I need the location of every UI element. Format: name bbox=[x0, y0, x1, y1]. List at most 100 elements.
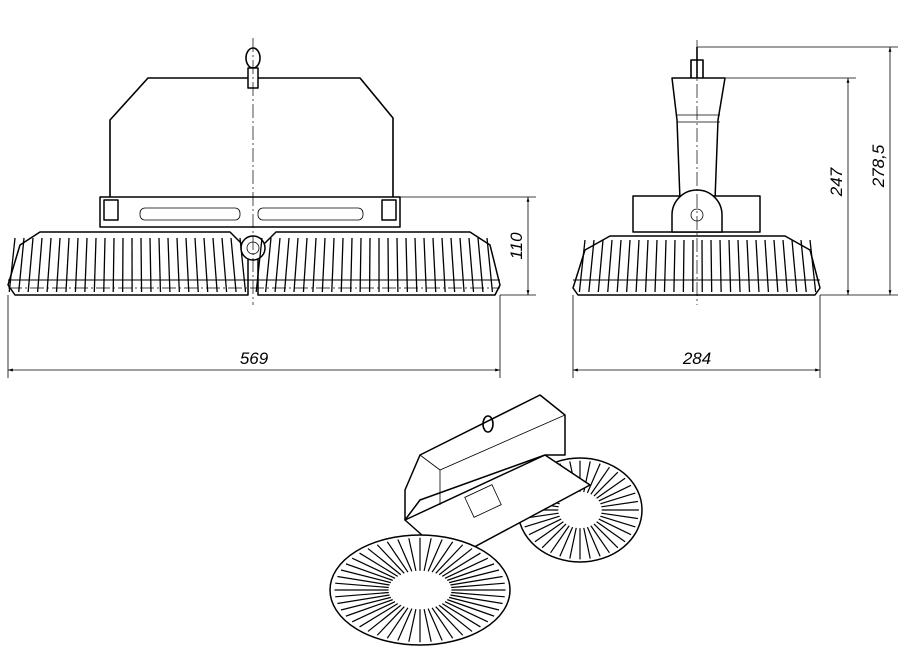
fin-line bbox=[337, 575, 390, 586]
fin-line bbox=[8, 237, 16, 293]
fin-line bbox=[293, 237, 299, 293]
fin-line bbox=[36, 237, 43, 293]
fin-line bbox=[728, 239, 732, 293]
front-heatsink-left bbox=[7, 231, 249, 296]
fin-line bbox=[340, 569, 392, 584]
fin-line bbox=[800, 239, 807, 293]
fin-line bbox=[607, 239, 613, 293]
fin-line bbox=[321, 237, 326, 293]
fin-line bbox=[450, 594, 503, 605]
fin-line bbox=[448, 569, 500, 584]
fin-line bbox=[423, 538, 432, 572]
fin-line bbox=[386, 607, 409, 639]
fin-line bbox=[600, 492, 636, 505]
fin-line bbox=[405, 237, 409, 293]
fin-line bbox=[450, 575, 503, 586]
fin-line bbox=[597, 239, 604, 293]
fin-line bbox=[423, 237, 427, 293]
fin-line bbox=[447, 563, 495, 581]
front-dimensions: 569 110 bbox=[7, 196, 536, 378]
front-view bbox=[7, 38, 501, 305]
fin-line bbox=[264, 237, 272, 293]
fin-line bbox=[737, 239, 741, 293]
side-view bbox=[572, 40, 821, 305]
fin-line bbox=[601, 500, 639, 508]
fin-line bbox=[331, 237, 335, 293]
fin-line bbox=[93, 237, 97, 293]
front-clamp-left bbox=[103, 199, 119, 221]
fin-line bbox=[755, 239, 760, 293]
fin-line bbox=[569, 527, 577, 559]
fin-line bbox=[65, 237, 70, 293]
fin-line bbox=[408, 538, 417, 572]
fin-line bbox=[586, 526, 601, 557]
fin-line bbox=[764, 239, 770, 293]
fin-line bbox=[486, 237, 494, 293]
fin-line bbox=[524, 515, 560, 528]
fin-line bbox=[351, 601, 396, 623]
fin-line bbox=[534, 521, 564, 543]
fin-line bbox=[302, 237, 308, 293]
fin-line bbox=[559, 526, 574, 557]
fin-line bbox=[586, 463, 601, 494]
fin-line bbox=[598, 484, 632, 502]
front-bracket bbox=[109, 77, 394, 200]
fin-line bbox=[312, 237, 317, 293]
fin-line bbox=[450, 237, 456, 293]
fin-line bbox=[447, 599, 495, 617]
fin-line bbox=[782, 239, 788, 293]
fin-line bbox=[596, 521, 626, 543]
fin-line bbox=[112, 237, 115, 293]
fin-line bbox=[274, 237, 281, 293]
fin-line bbox=[255, 237, 263, 293]
fin-line bbox=[335, 591, 389, 598]
fin-line bbox=[345, 563, 393, 581]
fin-line bbox=[386, 541, 409, 573]
side-heatsink-fins bbox=[573, 239, 820, 293]
fin-line bbox=[809, 239, 817, 293]
fin-line bbox=[345, 599, 393, 617]
dimension-height-278-5: 278,5 bbox=[869, 144, 888, 188]
isometric-view bbox=[329, 394, 643, 646]
fin-line bbox=[635, 239, 640, 293]
fin-line bbox=[719, 239, 722, 293]
fin-line bbox=[18, 237, 25, 293]
fin-line bbox=[84, 237, 88, 293]
fin-line bbox=[541, 523, 567, 549]
fin-line bbox=[477, 237, 484, 293]
fin-line bbox=[359, 237, 362, 293]
fin-line bbox=[431, 607, 454, 639]
fin-line bbox=[340, 596, 392, 611]
iso-eye-bolt bbox=[482, 415, 494, 433]
fin-line bbox=[444, 601, 489, 623]
fin-line bbox=[408, 608, 417, 642]
fin-line bbox=[710, 239, 713, 293]
fin-line bbox=[140, 237, 143, 293]
fin-line bbox=[335, 582, 389, 589]
fin-line bbox=[598, 518, 632, 536]
fin-line bbox=[600, 515, 636, 528]
fin-line bbox=[590, 525, 610, 554]
fin-line bbox=[239, 237, 247, 293]
fin-line bbox=[376, 606, 405, 636]
fin-line bbox=[451, 591, 505, 598]
fin-line bbox=[438, 604, 473, 632]
fin-line bbox=[448, 596, 500, 611]
fin-line bbox=[376, 544, 405, 574]
fin-line bbox=[616, 239, 622, 293]
side-column bbox=[671, 77, 726, 201]
front-heatsink-fins bbox=[8, 237, 500, 293]
fin-line bbox=[459, 237, 465, 293]
fin-line bbox=[682, 239, 685, 293]
fin-line bbox=[55, 237, 61, 293]
fin-line bbox=[441, 552, 481, 577]
fin-line bbox=[435, 606, 464, 636]
fin-line bbox=[663, 239, 667, 293]
fin-line bbox=[438, 548, 473, 576]
fin-line bbox=[746, 239, 751, 293]
fin-line bbox=[441, 237, 446, 293]
fin-line bbox=[350, 237, 353, 293]
fin-line bbox=[590, 466, 610, 495]
fin-line bbox=[167, 237, 171, 293]
